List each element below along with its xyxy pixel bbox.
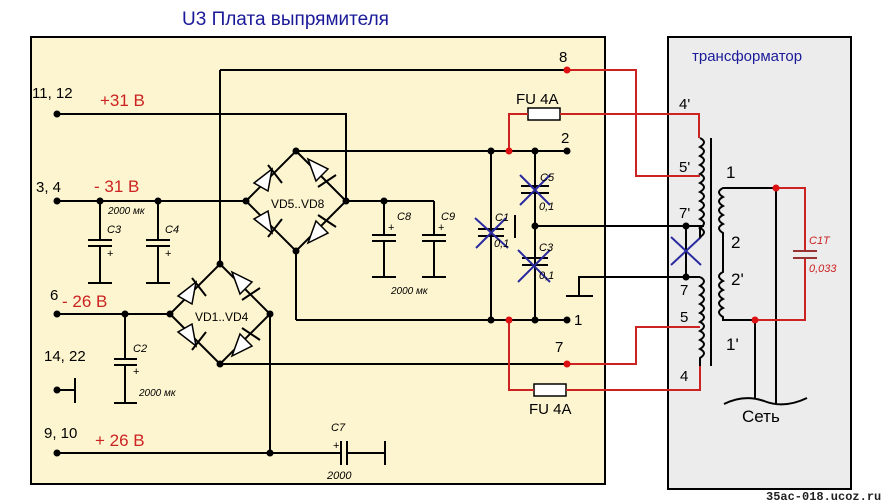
voltage-minus31: - 31 В — [94, 177, 139, 196]
mains-label: Сеть — [742, 407, 780, 426]
pin-label-2: 2 — [561, 130, 569, 147]
pin-label-1: 1 — [574, 312, 582, 329]
c4-plus: + — [165, 248, 171, 260]
mains-break-symbol — [723, 397, 808, 406]
c2-value: 2000 мк — [138, 388, 177, 399]
transformer-title: трансформатор — [692, 48, 802, 65]
c7-value: 2000 — [326, 470, 352, 482]
pin-2[interactable] — [563, 147, 571, 155]
rectifier-board — [30, 36, 606, 485]
c8-label: C8 — [397, 211, 412, 223]
pin-label-9-10: 9, 10 — [44, 425, 77, 442]
fuse-bottom — [533, 383, 567, 397]
c3b-value: 0,1 — [539, 270, 554, 282]
c8-c9-value: 2000 мк — [390, 286, 429, 297]
c3-c4-value: 2000 мк — [107, 206, 146, 217]
tap-5prime: 5' — [679, 159, 690, 176]
tap-1prime: 1' — [726, 335, 739, 354]
board-title: U3 Плата выпрямителя — [182, 9, 389, 30]
wire-plus31 — [57, 113, 347, 200]
c7-plus: + — [333, 440, 339, 452]
c1-label: C1 — [495, 212, 509, 224]
transformer-secondary — [697, 137, 712, 366]
pin-label-8: 8 — [559, 49, 567, 66]
red-wire-7 — [567, 326, 700, 365]
pin-7[interactable] — [563, 360, 571, 368]
red-wire-8 — [567, 69, 700, 177]
watermark: 35ac-018.ucoz.ru — [766, 490, 881, 504]
fuse-top — [527, 107, 561, 121]
c1t-label: C1T — [809, 235, 831, 247]
c2-plus: + — [133, 366, 139, 378]
c7-label: C7 — [331, 422, 346, 434]
c5-label: C5 — [540, 172, 555, 184]
voltage-minus26: - 26 В — [62, 292, 107, 311]
tap-4: 4 — [680, 368, 688, 385]
c2-label: C2 — [133, 343, 147, 355]
tap-4prime: 4' — [679, 96, 690, 113]
transformer-primary — [718, 187, 776, 321]
c1t-value: 0,033 — [809, 263, 837, 275]
c8-plus: + — [388, 222, 394, 234]
c9-plus: + — [438, 222, 444, 234]
voltage-plus31: +31 В — [100, 91, 145, 110]
c3-label: C3 — [107, 224, 122, 236]
tap-5: 5 — [680, 309, 688, 326]
c3-plus: + — [107, 248, 113, 260]
pin-1[interactable] — [563, 316, 571, 324]
tap-2prime: 2' — [731, 270, 744, 289]
voltage-plus26: + 26 В — [95, 431, 145, 450]
pin-label-3-4: 3, 4 — [36, 179, 61, 196]
c9-label: C9 — [441, 211, 455, 223]
fuse-top-label: FU 4A — [516, 91, 559, 108]
tap-7prime: 7' — [679, 205, 690, 222]
tap-2: 2 — [731, 233, 740, 252]
tap-7: 7 — [680, 282, 688, 299]
pin-label-7: 7 — [555, 339, 563, 356]
pin-label-14-22: 14, 22 — [44, 348, 86, 365]
c5-value: 0,1 — [539, 201, 554, 213]
fuse-bottom-label: FU 4A — [529, 401, 572, 418]
pin-label-6: 6 — [50, 287, 58, 304]
c4-label: C4 — [165, 224, 179, 236]
tap-1: 1 — [726, 163, 735, 182]
bridge-vd5-vd8-label: VD5..VD8 — [271, 197, 325, 211]
c3b-label: C3 — [539, 242, 554, 254]
pin-label-11-12: 11, 12 — [32, 85, 73, 102]
c1-value: 0,1 — [494, 238, 509, 250]
pin-8[interactable] — [563, 66, 571, 74]
bridge-vd1-vd4-label: VD1..VD4 — [195, 310, 249, 324]
